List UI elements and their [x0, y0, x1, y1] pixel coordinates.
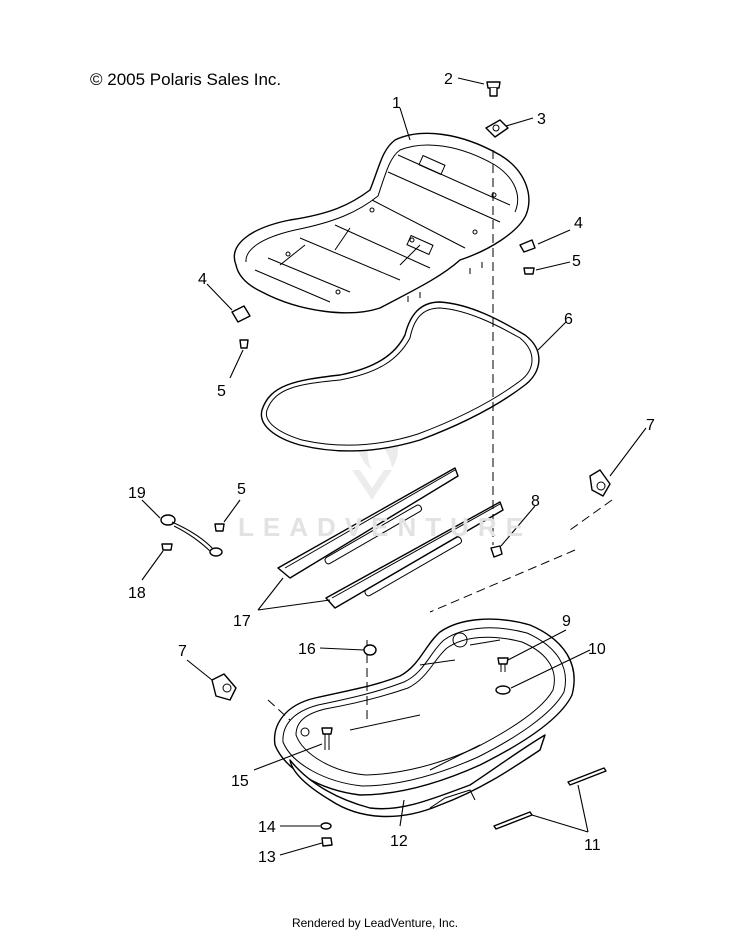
callout-5-left: 5	[217, 383, 226, 400]
callout-13: 13	[258, 849, 276, 866]
leader-lines	[141, 77, 647, 856]
mounting-brackets	[277, 467, 504, 609]
callout-5-middle: 5	[237, 481, 246, 498]
callout-12: 12	[390, 833, 408, 850]
watermark-text: LEADVENTURE	[238, 512, 533, 542]
callout-16: 16	[298, 641, 316, 658]
callout-4-right: 4	[574, 215, 583, 232]
callout-15: 15	[231, 773, 249, 790]
callout-1: 1	[392, 95, 401, 112]
callout-labels: 1 2 3 4 4 5 5 5 6 7 7 8 9 10 11 12 13 14…	[128, 71, 655, 866]
callout-2: 2	[444, 71, 453, 88]
seal-gasket	[260, 301, 540, 452]
copyright-notice: © 2005 Polaris Sales Inc.	[90, 70, 282, 89]
callout-11: 11	[584, 837, 601, 854]
callout-7-right: 7	[646, 417, 655, 434]
callout-17: 17	[233, 613, 251, 630]
callout-4-left: 4	[198, 271, 207, 288]
callout-8: 8	[531, 493, 540, 510]
callout-7-left: 7	[178, 643, 187, 660]
callout-3: 3	[537, 111, 546, 128]
alignment-lines	[267, 150, 613, 721]
callout-10: 10	[588, 641, 606, 658]
callout-6: 6	[564, 311, 573, 328]
callout-14: 14	[258, 819, 276, 836]
callout-18: 18	[128, 585, 146, 602]
footer-credit: Rendered by LeadVenture, Inc.	[291, 916, 459, 930]
callout-9: 9	[562, 613, 571, 630]
rack-lid	[233, 132, 530, 314]
hardware	[160, 81, 611, 847]
callout-19: 19	[128, 485, 146, 502]
callout-5-right: 5	[572, 253, 581, 270]
